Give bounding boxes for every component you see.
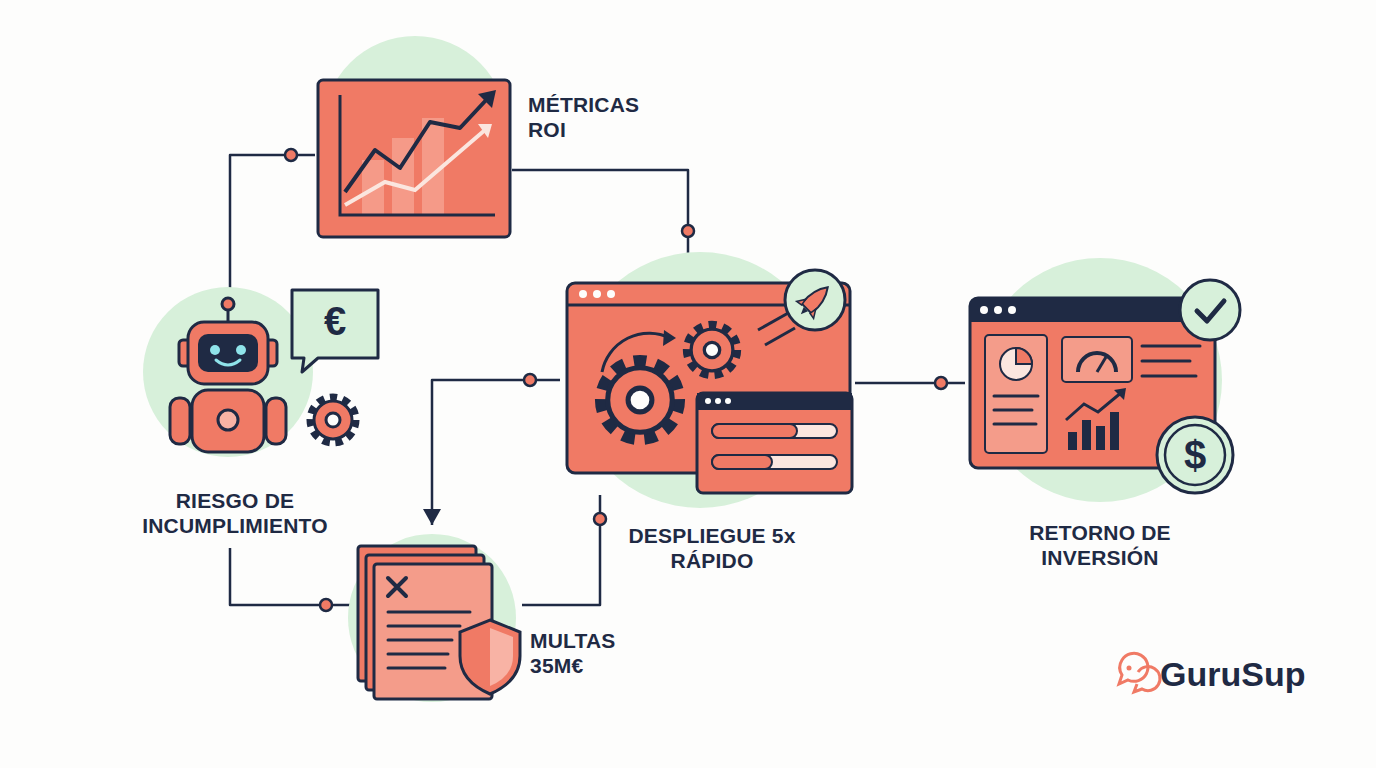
node-label: MÉTRICAS ROI <box>528 92 658 142</box>
connector-line <box>230 548 350 605</box>
connector <box>512 170 694 255</box>
connector-line <box>512 170 688 255</box>
arrowhead <box>423 509 441 525</box>
currency-symbol: $ <box>1157 417 1233 493</box>
risk-node: RIESGO DE INCUMPLIMIENTO <box>120 290 350 548</box>
connector <box>855 377 965 389</box>
currency-symbol: € <box>292 292 378 350</box>
metrics-node: MÉTRICAS ROI <box>315 78 512 238</box>
connector <box>522 495 606 605</box>
connector-line <box>432 380 560 525</box>
connector-dot <box>935 377 947 389</box>
connector-line <box>855 382 965 385</box>
connector-dot <box>320 599 332 611</box>
node-label: DESPLIEGUE 5x RÁPIDO <box>612 523 812 573</box>
fines-node: MULTAS 35M€ <box>350 525 522 705</box>
connector-dot <box>594 513 606 525</box>
connector-dot <box>285 149 297 161</box>
connector-line <box>230 155 315 290</box>
deploy-node: DESPLIEGUE 5x RÁPIDO <box>560 255 855 495</box>
connector-line <box>522 495 600 605</box>
connector <box>423 374 560 525</box>
brand-watermark: GuruSup <box>1160 652 1350 696</box>
node-label: RETORNO DE INVERSIÓN <box>1000 520 1200 570</box>
connector <box>230 548 350 611</box>
connector <box>230 149 315 290</box>
node-label: RIESGO DE INCUMPLIMIENTO <box>105 488 365 538</box>
connector-dot <box>682 225 694 237</box>
node-label: MULTAS 35M€ <box>530 628 640 678</box>
connector-dot <box>524 374 536 386</box>
